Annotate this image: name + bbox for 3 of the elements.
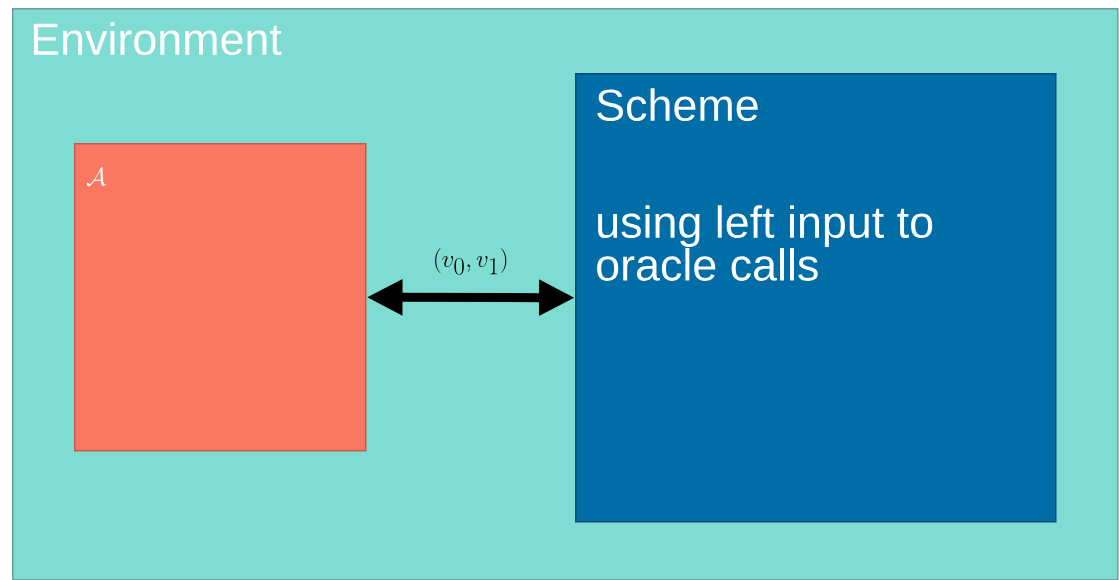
- scheme-box: Scheme using left input to oracle calls: [575, 73, 1057, 523]
- edge-label: $(v_0, v_1)$: [435, 248, 507, 275]
- adversary-box: $\mathcal{A}$: [74, 143, 367, 452]
